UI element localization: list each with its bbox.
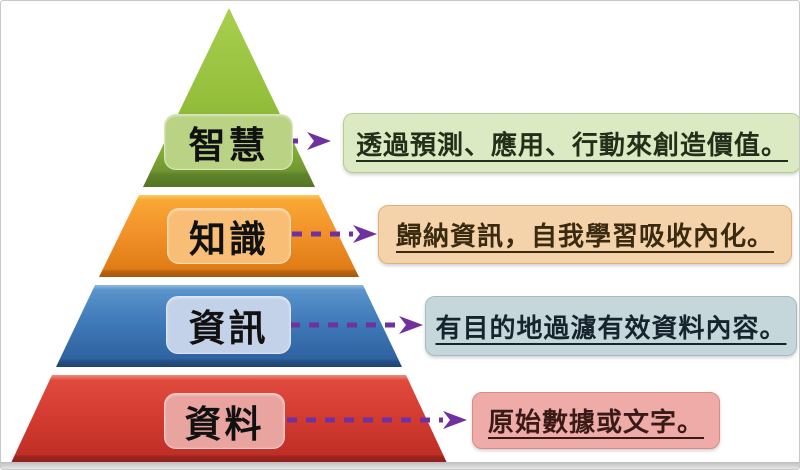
arrowhead-icon-wisdom	[307, 132, 331, 150]
note-box-information: 有目的地過濾有效資料內容。	[425, 296, 797, 356]
pyramid-label-knowledge: 知識	[167, 208, 291, 264]
pyramid-label-information-text: 資訊	[188, 309, 269, 350]
note-text-knowledge: 歸納資訊，自我學習吸收內化。	[395, 222, 774, 251]
arrow-data	[287, 411, 467, 429]
arrowhead-icon-data	[443, 411, 467, 429]
pyramid-label-data: 資料	[164, 393, 285, 449]
pyramid-label-data-text: 資料	[184, 405, 265, 446]
pyramid-label-information: 資訊	[166, 296, 291, 354]
pyramid-label-wisdom-text: 智慧	[188, 126, 269, 167]
pyramid-label-knowledge-text: 知識	[189, 220, 269, 261]
note-box-data: 原始數據或文字。	[472, 392, 720, 449]
note-text-information: 有目的地過濾有效資料內容。	[435, 313, 787, 343]
arrow-information	[290, 316, 423, 334]
arrowhead-icon-information	[399, 316, 423, 334]
note-text-data: 原始數據或文字。	[487, 408, 704, 437]
bottom-edge-strip	[1, 462, 799, 469]
note-box-knowledge: 歸納資訊，自我學習吸收內化。	[378, 205, 792, 264]
pyramid-label-wisdom: 智慧	[164, 114, 293, 170]
note-box-wisdom: 透過預測、應用、行動來創造價值。	[343, 113, 799, 173]
note-text-wisdom: 透過預測、應用、行動來創造價值。	[355, 130, 788, 160]
arrow-knowledge	[292, 225, 377, 243]
arrowhead-icon-knowledge	[353, 225, 377, 243]
